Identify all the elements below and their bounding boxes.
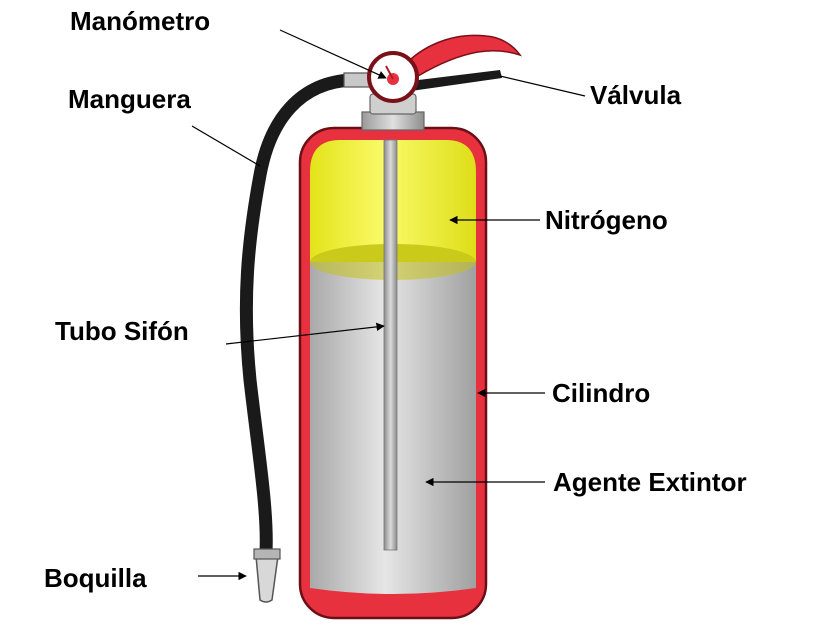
hose — [239, 73, 359, 559]
label-nitrogeno: Nitrógeno — [545, 205, 668, 235]
valve-handle — [402, 34, 522, 77]
label-manguera: Manguera — [68, 84, 191, 114]
valve-lever — [402, 70, 502, 92]
leader-manguera — [191, 125, 261, 167]
label-manometro: Manómetro — [70, 6, 211, 36]
nozzle-collar — [253, 548, 281, 560]
hose-fitting — [343, 72, 371, 88]
label-cilindro: Cilindro — [552, 378, 651, 408]
leader-valvula — [499, 75, 586, 97]
leader-tubo-sifon — [225, 322, 385, 345]
nozzle — [255, 555, 279, 603]
label-agente-extintor: Agente Extintor — [553, 467, 747, 497]
gauge-needle — [385, 65, 394, 80]
cylinder-neck — [361, 111, 425, 131]
label-tubo-sifon: Tubo Sifón — [55, 316, 189, 346]
leader-manometro — [279, 29, 387, 79]
siphon-tube — [383, 139, 398, 551]
label-valvula: Válvula — [590, 80, 682, 110]
label-boquilla: Boquilla — [44, 563, 147, 593]
